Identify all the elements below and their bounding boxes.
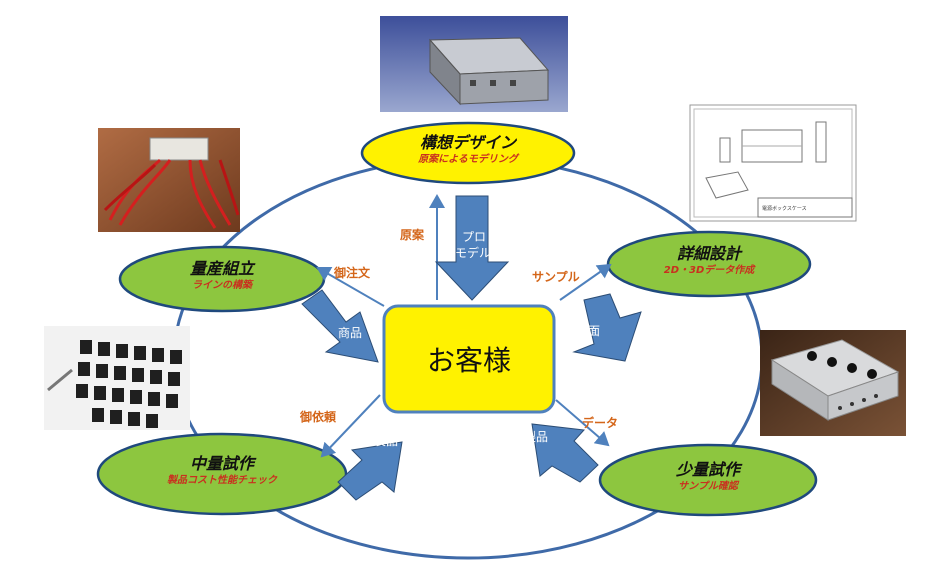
arrow-goirai: [320, 394, 381, 458]
flow-label-sample: サンプル: [532, 270, 580, 284]
flow-label-proto: プロト: [462, 230, 499, 244]
flow-label-seihin-right: 製品: [524, 430, 549, 444]
block-arrow-shohin: [301, 289, 379, 363]
flow-label-model: モデル: [455, 246, 492, 260]
node-mass-assembly: 量産組立 ラインの構築: [122, 259, 322, 293]
photo-molded-parts: [44, 326, 190, 430]
photo-enclosure-box: [760, 330, 906, 436]
flow-label-zumen: 図面: [576, 324, 601, 338]
photo-cad-model: [380, 16, 568, 112]
center-box: [382, 304, 556, 414]
photo-cable-assembly: [98, 128, 240, 232]
flow-label-seihin-left: 製品: [374, 434, 399, 448]
flow-label-data: データ: [582, 416, 619, 430]
node-mass-subtitle: ラインの構築: [192, 280, 252, 291]
flow-label-gochumon: 御注文: [334, 266, 371, 280]
photo-technical-drawing: 電源ボックスケース: [689, 104, 857, 222]
arrow-gochumon: [316, 267, 385, 307]
node-concept-design: 構想デザイン 原案によるモデリング: [368, 133, 568, 167]
block-arrow-seihin-right: [531, 423, 599, 483]
node-medium-lot-prototype: 中量試作 製品コスト性能チェック: [112, 454, 332, 488]
customer-label: お客様: [426, 344, 511, 377]
node-small-subtitle: サンプル確認: [678, 481, 738, 492]
node-detail-subtitle: 2D・3Dデータ作成: [663, 265, 755, 276]
node-medium-title: 中量試作: [189, 454, 254, 473]
flow-label-goirai: 御依頼: [300, 410, 337, 424]
node-concept-subtitle: 原案によるモデリング: [418, 154, 518, 165]
node-small-lot-prototype: 少量試作 サンプル確認: [608, 460, 808, 494]
block-arrow-proto: [434, 195, 510, 301]
node-concept-shape: [360, 121, 576, 185]
node-concept-title: 構想デザイン: [419, 133, 516, 152]
node-detail-title: 詳細設計: [676, 244, 741, 263]
flow-label-shohin: 商品: [338, 326, 363, 340]
node-mass-title: 量産組立: [189, 259, 254, 278]
arrow-sample: [559, 263, 612, 301]
node-small-shape: [598, 443, 818, 517]
arrow-data: [555, 399, 610, 447]
drawing-caption: 電源ボックスケース: [762, 205, 807, 212]
block-arrow-seihin-left: [337, 441, 403, 501]
node-medium-subtitle: 製品コスト性能チェック: [167, 475, 277, 486]
node-small-title: 少量試作: [675, 460, 740, 479]
block-arrow-zumen: [572, 293, 642, 362]
node-detailed-design: 詳細設計 2D・3Dデータ作成: [614, 244, 804, 278]
flow-label-genan: 原案: [400, 228, 425, 242]
